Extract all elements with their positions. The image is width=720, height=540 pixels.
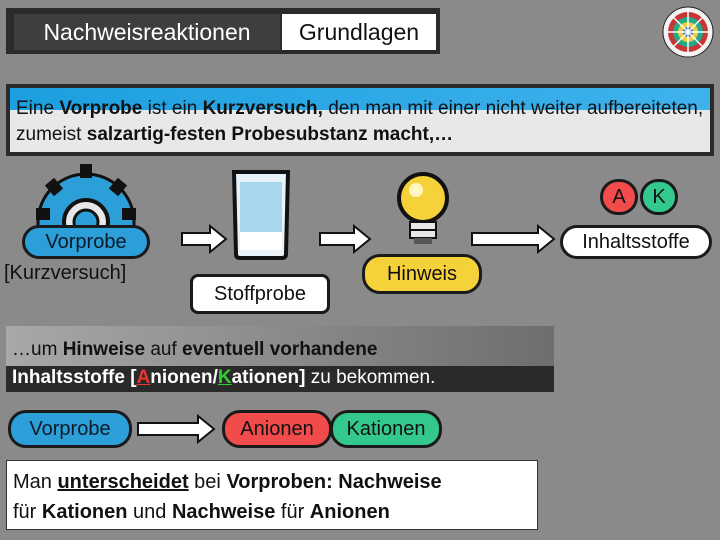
logo-icon xyxy=(662,6,714,58)
intro-text: Eine Vorprobe ist ein Kurzversuch, den m… xyxy=(16,98,704,145)
summary-box: Man unterscheidet bei Vorproben: Nachwei… xyxy=(6,460,538,530)
intro-box: Eine Vorprobe ist ein Kurzversuch, den m… xyxy=(6,84,714,156)
label-hinweis: Hinweis xyxy=(362,254,482,294)
label-stoffprobe: Stoffprobe xyxy=(190,274,330,314)
arrow-icon xyxy=(181,224,228,254)
beaker-icon xyxy=(231,170,291,260)
bottom-kationen: Kationen xyxy=(330,410,442,448)
arrow-icon xyxy=(137,414,216,444)
lightbulb-icon xyxy=(397,172,449,244)
badge-kationen: K xyxy=(640,179,678,215)
arrow-icon xyxy=(319,224,372,254)
label-kurzversuch: [Kurzversuch] xyxy=(4,262,127,284)
intro-highlight xyxy=(10,88,710,110)
bottom-anionen: Anionen xyxy=(222,410,332,448)
hint-highlight xyxy=(6,326,554,366)
title-part2: Grundlagen xyxy=(282,14,436,50)
badge-anionen: A xyxy=(600,179,638,215)
label-inhaltsstoffe: Inhaltsstoffe xyxy=(560,225,712,259)
label-vorprobe: Vorprobe xyxy=(22,225,150,259)
title-part1: Nachweisreaktionen xyxy=(14,14,280,50)
bottom-vorprobe: Vorprobe xyxy=(8,410,132,448)
arrow-icon xyxy=(471,224,556,254)
